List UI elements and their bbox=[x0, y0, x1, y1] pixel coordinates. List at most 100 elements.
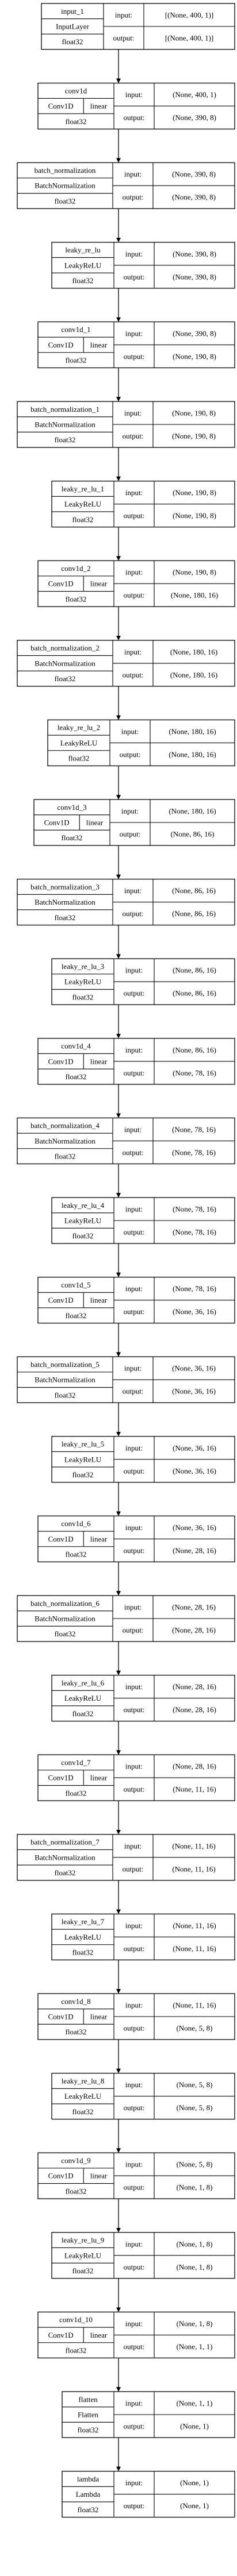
layer-dtype: float32 bbox=[62, 833, 83, 842]
output-shape: (None, 86, 16) bbox=[173, 989, 216, 998]
input-label: input: bbox=[125, 249, 143, 258]
layer-dtype: float32 bbox=[66, 1072, 87, 1081]
input-shape: (None, 180, 16) bbox=[169, 727, 216, 736]
input-label: input: bbox=[121, 807, 139, 816]
layer-dtype: float32 bbox=[72, 1470, 94, 1479]
input-shape: (None, 28, 16) bbox=[172, 1603, 216, 1612]
layer-dtype: float32 bbox=[55, 1868, 76, 1877]
output-label: output: bbox=[124, 591, 145, 600]
output-shape: (None, 390, 8) bbox=[172, 193, 216, 202]
layer-name: leaky_re_lu_3 bbox=[62, 962, 104, 971]
input-shape: (None, 390, 8) bbox=[173, 329, 216, 338]
layer-dtype: float32 bbox=[68, 754, 90, 763]
output-label: output: bbox=[124, 2501, 145, 2510]
input-shape: (None, 190, 8) bbox=[173, 488, 216, 497]
layer-dtype: float32 bbox=[66, 1550, 87, 1559]
output-label: output: bbox=[124, 2422, 145, 2431]
output-shape: (None, 180, 16) bbox=[169, 750, 216, 759]
layer-activation: linear bbox=[90, 580, 108, 588]
layer-name: lambda bbox=[77, 2474, 99, 2483]
input-shape: (None, 11, 16) bbox=[172, 1841, 215, 1850]
layer-name: batch_normalization_2 bbox=[30, 644, 100, 652]
layer-type: BatchNormalization bbox=[35, 1853, 95, 1861]
output-shape: (None, 78, 16) bbox=[172, 1148, 216, 1157]
input-shape: (None, 1) bbox=[180, 2478, 209, 2487]
layer-type: BatchNormalization bbox=[35, 181, 95, 190]
output-label: output: bbox=[124, 511, 145, 520]
layer-node: leaky_re_lu_8LeakyReLUfloat32input:outpu… bbox=[51, 2072, 235, 2120]
layer-name: batch_normalization bbox=[35, 166, 96, 175]
input-shape: (None, 78, 16) bbox=[173, 1284, 216, 1293]
layer-type: Conv1D bbox=[48, 102, 74, 110]
output-shape: (None, 11, 16) bbox=[172, 1864, 215, 1873]
layer-type: Conv1D bbox=[48, 1296, 74, 1304]
layer-activation: linear bbox=[90, 2013, 108, 2021]
layer-type: LeakyReLU bbox=[64, 2251, 102, 2260]
input-shape: (None, 190, 8) bbox=[172, 409, 216, 418]
output-label: output: bbox=[124, 1546, 145, 1555]
layer-node: batch_normalization_4BatchNormalizationf… bbox=[17, 1117, 235, 1165]
layer-type: BatchNormalization bbox=[35, 1137, 95, 1145]
layer-node: leaky_re_lu_9LeakyReLUfloat32input:outpu… bbox=[51, 2232, 235, 2279]
layer-name: conv1d_2 bbox=[61, 564, 90, 573]
input-label: input: bbox=[115, 11, 132, 20]
layer-dtype: float32 bbox=[66, 1789, 87, 1797]
layer-dtype: float32 bbox=[72, 1709, 94, 1718]
input-label: input: bbox=[125, 1682, 143, 1691]
layer-type: Conv1D bbox=[48, 2172, 74, 2180]
output-label: output: bbox=[124, 1228, 145, 1237]
layer-dtype: float32 bbox=[78, 2426, 99, 2434]
layer-name: leaky_re_lu bbox=[65, 246, 101, 254]
input-label: input: bbox=[125, 1205, 143, 1214]
output-shape: (None, 180, 16) bbox=[171, 591, 218, 600]
output-label: output: bbox=[124, 1068, 145, 1077]
output-shape: (None, 86, 16) bbox=[172, 909, 216, 918]
layer-dtype: float32 bbox=[55, 1629, 76, 1638]
input-shape: (None, 5, 8) bbox=[177, 2080, 213, 2089]
layer-name: batch_normalization_7 bbox=[30, 1838, 100, 1847]
output-label: output: bbox=[123, 1387, 144, 1396]
layer-name: leaky_re_lu_2 bbox=[58, 723, 100, 732]
output-label: output: bbox=[124, 1944, 145, 1953]
input-shape: (None, 390, 8) bbox=[172, 170, 216, 179]
input-shape: (None, 86, 16) bbox=[173, 1045, 216, 1054]
layer-type: Conv1D bbox=[48, 1774, 74, 1782]
output-label: output: bbox=[124, 352, 145, 361]
input-shape: (None, 11, 16) bbox=[173, 1921, 216, 1930]
input-label: input: bbox=[124, 647, 142, 656]
layer-dtype: float32 bbox=[55, 913, 76, 922]
input-label: input: bbox=[125, 1523, 143, 1532]
output-label: output: bbox=[113, 34, 135, 43]
layer-node: batch_normalization_5BatchNormalizationf… bbox=[17, 1356, 235, 1403]
input-label: input: bbox=[125, 2001, 143, 2010]
layer-dtype: float32 bbox=[72, 992, 94, 1001]
input-label: input: bbox=[124, 1125, 142, 1134]
input-label: input: bbox=[125, 1045, 143, 1054]
input-label: input: bbox=[125, 2399, 143, 2408]
layer-name: batch_normalization_1 bbox=[30, 405, 100, 414]
layer-dtype: float32 bbox=[55, 1391, 76, 1399]
input-label: input: bbox=[125, 2160, 143, 2169]
layer-node: leaky_re_lu_4LeakyReLUfloat32input:outpu… bbox=[51, 1197, 235, 1244]
output-shape: (None, 180, 16) bbox=[170, 670, 217, 679]
layer-name: leaky_re_lu_5 bbox=[62, 1440, 104, 1449]
output-label: output: bbox=[123, 670, 144, 679]
layer-name: conv1d_6 bbox=[61, 1519, 91, 1528]
layer-type: Flatten bbox=[78, 2411, 99, 2419]
input-shape: (None, 28, 16) bbox=[173, 1682, 216, 1691]
input-label: input: bbox=[125, 329, 143, 338]
layer-name: conv1d_1 bbox=[61, 325, 90, 334]
layer-name: conv1d_7 bbox=[61, 1758, 91, 1767]
input-label: input: bbox=[125, 2239, 143, 2248]
output-shape: (None, 28, 16) bbox=[173, 1546, 216, 1555]
layer-type: InputLayer bbox=[56, 22, 89, 31]
layer-dtype: float32 bbox=[66, 2187, 87, 2195]
layer-type: LeakyReLU bbox=[64, 2092, 102, 2100]
output-shape: (None, 190, 8) bbox=[173, 352, 216, 361]
